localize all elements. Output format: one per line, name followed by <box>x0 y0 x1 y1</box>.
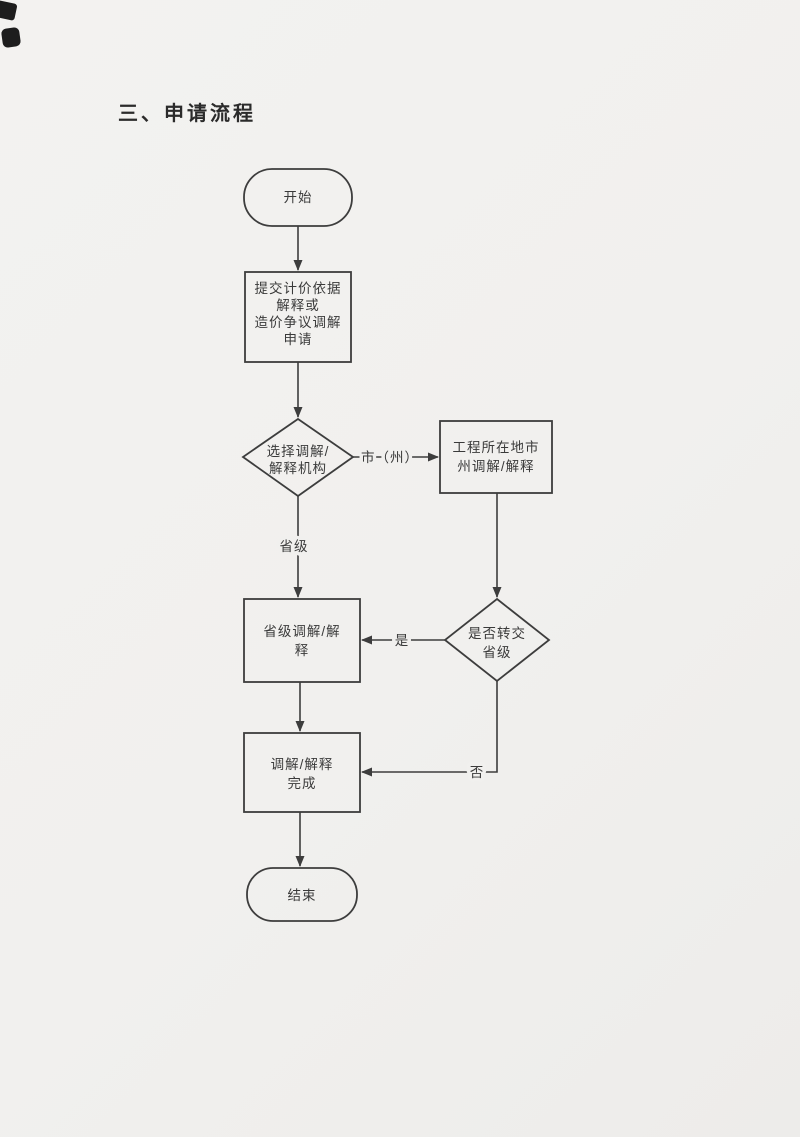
node-choose-organization: 选择调解/ 解释机构 <box>241 417 355 498</box>
provincial-process-shape <box>243 598 361 683</box>
edge-label-no: 否 <box>470 765 485 780</box>
node-provincial-mediation: 省级调解/解 释 <box>243 598 361 683</box>
provincial-line-2: 释 <box>295 643 310 658</box>
end-label: 结束 <box>288 888 317 903</box>
choose-decision-shape <box>241 417 355 498</box>
complete-line-1: 调解/解释 <box>271 757 334 772</box>
transfer-line-1: 是否转交 <box>468 625 526 641</box>
page-title: 三、申请流程 <box>118 103 256 125</box>
node-start: 开始 <box>243 168 353 227</box>
edge-label-city-branch: 市（州） <box>361 449 419 465</box>
submit-line-3: 造价争议调解 <box>255 315 342 330</box>
node-end: 结束 <box>246 867 358 922</box>
edge-labels: 市（州） 省级 是 否 <box>276 446 487 784</box>
transfer-decision-shape <box>443 597 551 683</box>
city-line-2: 州调解/解释 <box>457 459 534 474</box>
edge-label-province-branch: 省级 <box>280 539 309 554</box>
choose-line-2: 解释机构 <box>269 461 327 476</box>
node-submit-application: 提交计价依据 解释或 造价争议调解 申请 <box>244 271 352 363</box>
node-city-mediation: 工程所在地市 州调解/解释 <box>439 420 553 494</box>
start-label: 开始 <box>284 190 313 205</box>
submit-line-4: 申请 <box>284 332 313 347</box>
complete-line-2: 完成 <box>288 776 317 791</box>
choose-line-1: 选择调解/ <box>267 444 330 459</box>
edge-transfer-no-to-complete <box>361 681 498 777</box>
provincial-line-1: 省级调解/解 <box>263 624 340 639</box>
edges <box>293 226 502 867</box>
complete-process-shape <box>243 732 361 813</box>
transfer-line-2: 省级 <box>483 645 512 660</box>
city-process-shape <box>439 420 553 494</box>
node-mediation-complete: 调解/解释 完成 <box>243 732 361 813</box>
submit-process-shape <box>244 271 352 363</box>
edge-label-yes: 是 <box>395 633 410 648</box>
node-transfer-decision: 是否转交 省级 <box>443 597 551 683</box>
city-line-1: 工程所在地市 <box>453 439 540 455</box>
submit-line-2: 解释或 <box>276 298 320 313</box>
end-terminator-shape <box>246 867 358 922</box>
submit-line-1: 提交计价依据 <box>255 280 342 296</box>
start-terminator-shape <box>243 168 353 227</box>
